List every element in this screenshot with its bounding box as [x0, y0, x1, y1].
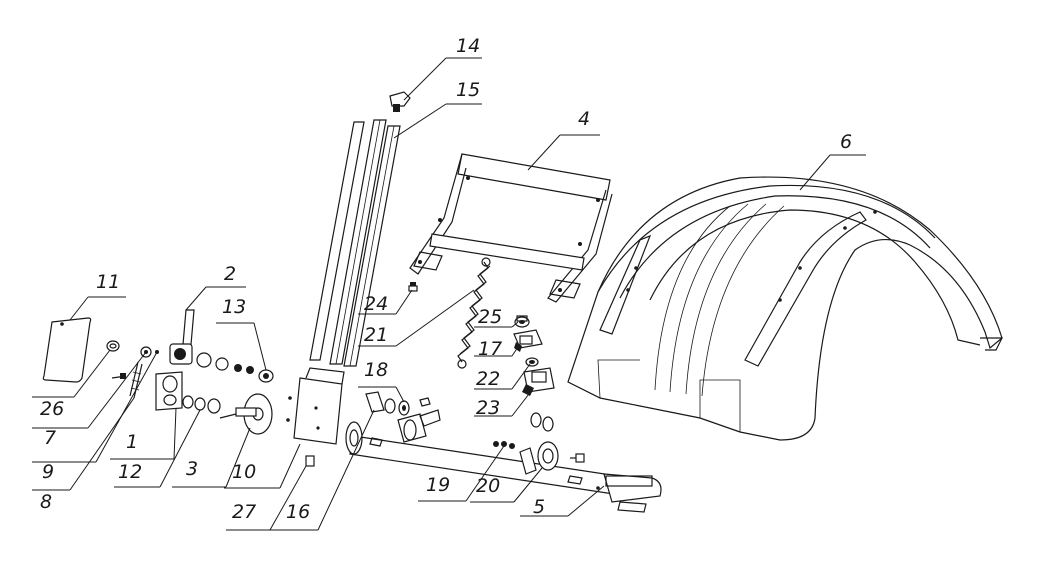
spring-part-21 — [457, 257, 491, 369]
callout-21: 21 — [358, 289, 475, 347]
callout-8: 8 — [32, 397, 135, 513]
callout-label-20: 20 — [476, 475, 500, 497]
callout-27: 27 — [226, 465, 307, 531]
axle-part-5 — [349, 435, 662, 513]
housing-part-1 — [155, 371, 183, 411]
callout-9: 9 — [32, 351, 158, 483]
flange-part-10 — [219, 393, 273, 435]
callout-20: 20 — [470, 467, 543, 503]
clamp-part-25 — [514, 315, 530, 328]
callout-label-26: 26 — [40, 398, 64, 420]
callout-label-19: 19 — [426, 474, 450, 496]
callout-26: 26 — [32, 349, 111, 420]
callout-label-24: 24 — [364, 293, 388, 315]
callout-13: 13 — [216, 296, 267, 371]
bracket-part-11 — [42, 317, 92, 383]
callout-label-25: 25 — [478, 306, 502, 328]
clamp-part-17 — [513, 329, 543, 352]
callout-label-14: 14 — [456, 35, 480, 57]
callout-25: 25 — [474, 306, 519, 328]
bracket-part-27 — [286, 367, 345, 467]
callout-16: 16 — [270, 409, 375, 531]
callout-24: 24 — [358, 289, 413, 315]
callout-3: 3 — [172, 427, 251, 488]
callout-14: 14 — [403, 35, 482, 101]
callout-2: 2 — [185, 263, 246, 311]
callout-19: 19 — [418, 445, 505, 502]
fender-part-6 — [567, 176, 1003, 441]
callout-label-5: 5 — [533, 496, 545, 518]
rail-part-15 — [309, 119, 401, 367]
callout-label-13: 13 — [222, 296, 246, 318]
lever-part-2 — [169, 309, 254, 374]
callout-10: 10 — [224, 443, 301, 489]
callout-6: 6 — [799, 131, 866, 191]
hub-part-16 — [345, 409, 441, 455]
callout-label-18: 18 — [364, 359, 388, 381]
spring-part-8 — [129, 361, 143, 399]
callout-label-3: 3 — [186, 458, 198, 480]
washer-part-12 — [182, 395, 221, 414]
cap-part-14 — [389, 91, 411, 112]
callout-label-9: 9 — [42, 461, 54, 483]
callout-labels: 1 2 3 4 5 6 7 — [32, 35, 866, 531]
frame-part-4 — [409, 153, 613, 303]
nut-part-26 — [106, 340, 120, 352]
callout-label-1: 1 — [126, 431, 138, 453]
callout-23: 23 — [474, 389, 533, 419]
callout-7: 7 — [32, 351, 147, 449]
callout-label-22: 22 — [476, 368, 500, 390]
callout-label-16: 16 — [286, 501, 310, 523]
callout-11: 11 — [69, 271, 126, 321]
callout-22: 22 — [474, 363, 531, 390]
callout-label-8: 8 — [40, 491, 52, 513]
callout-label-7: 7 — [44, 427, 56, 449]
clamp-part-23 — [522, 367, 555, 396]
callout-label-21: 21 — [364, 324, 388, 346]
washer-part-18 — [365, 391, 431, 416]
callout-5: 5 — [520, 485, 605, 518]
clamp-part-22 — [525, 357, 539, 367]
callout-label-2: 2 — [224, 263, 236, 285]
callout-label-12: 12 — [118, 461, 142, 483]
collar-part-13 — [258, 369, 274, 383]
callout-4: 4 — [527, 108, 600, 171]
callout-label-27: 27 — [232, 501, 256, 523]
callout-18: 18 — [358, 359, 405, 403]
callout-label-23: 23 — [476, 397, 500, 419]
bolt-part-24 — [408, 282, 418, 292]
callout-label-6: 6 — [840, 131, 852, 153]
pin-part-9 — [111, 373, 127, 379]
callout-1: 1 — [110, 407, 177, 460]
hub-part-20 — [519, 441, 585, 475]
callout-label-10: 10 — [232, 461, 256, 483]
callout-12: 12 — [114, 409, 201, 488]
callout-label-15: 15 — [456, 79, 480, 101]
washer-part-19 — [493, 412, 554, 449]
callout-15: 15 — [393, 79, 482, 139]
callout-label-4: 4 — [578, 108, 590, 130]
callout-label-11: 11 — [96, 271, 120, 293]
callout-label-17: 17 — [478, 338, 502, 360]
callout-17: 17 — [474, 338, 521, 360]
